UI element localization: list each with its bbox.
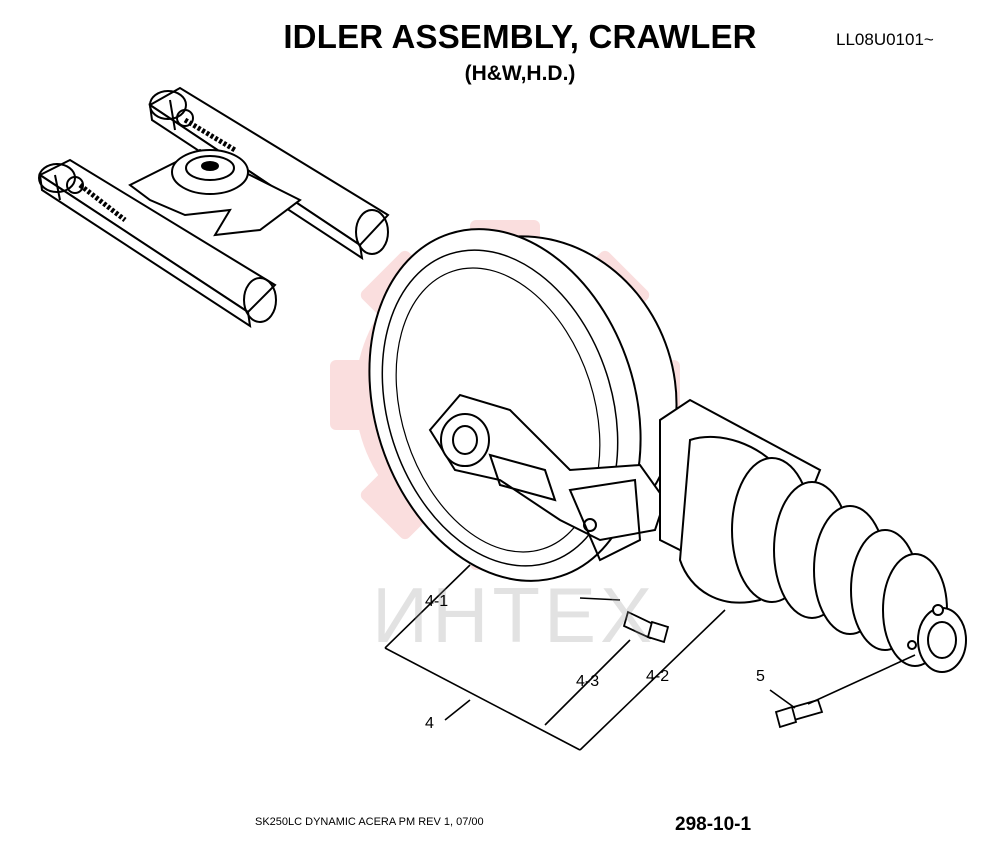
page-subtitle: (H&W,H.D.) [464,62,576,85]
bolt-5 [774,698,824,729]
callout-4-3: 4-3 [576,673,600,690]
serial-range: LL08U0101~ [836,30,934,49]
bolt-4-3 [622,610,670,644]
idler-wheel [368,228,678,582]
watermark-text: ИНТЕХ [372,571,657,659]
idler-yoke [428,393,667,562]
page-number: 298-10-1 [675,814,752,835]
callout-5: 5 [756,668,765,685]
recoil-spring-cylinder [659,398,967,673]
crawler-overview [38,86,390,329]
callout-4-2: 4-2 [646,668,670,685]
leader-lines [384,564,916,751]
callout-4: 4 [425,715,434,732]
page-title: IDLER ASSEMBLY, CRAWLER [283,18,757,55]
document-reference: SK250LC DYNAMIC ACERA PM REV 1, 07/00 [255,816,484,828]
callout-4-1: 4-1 [425,593,449,610]
